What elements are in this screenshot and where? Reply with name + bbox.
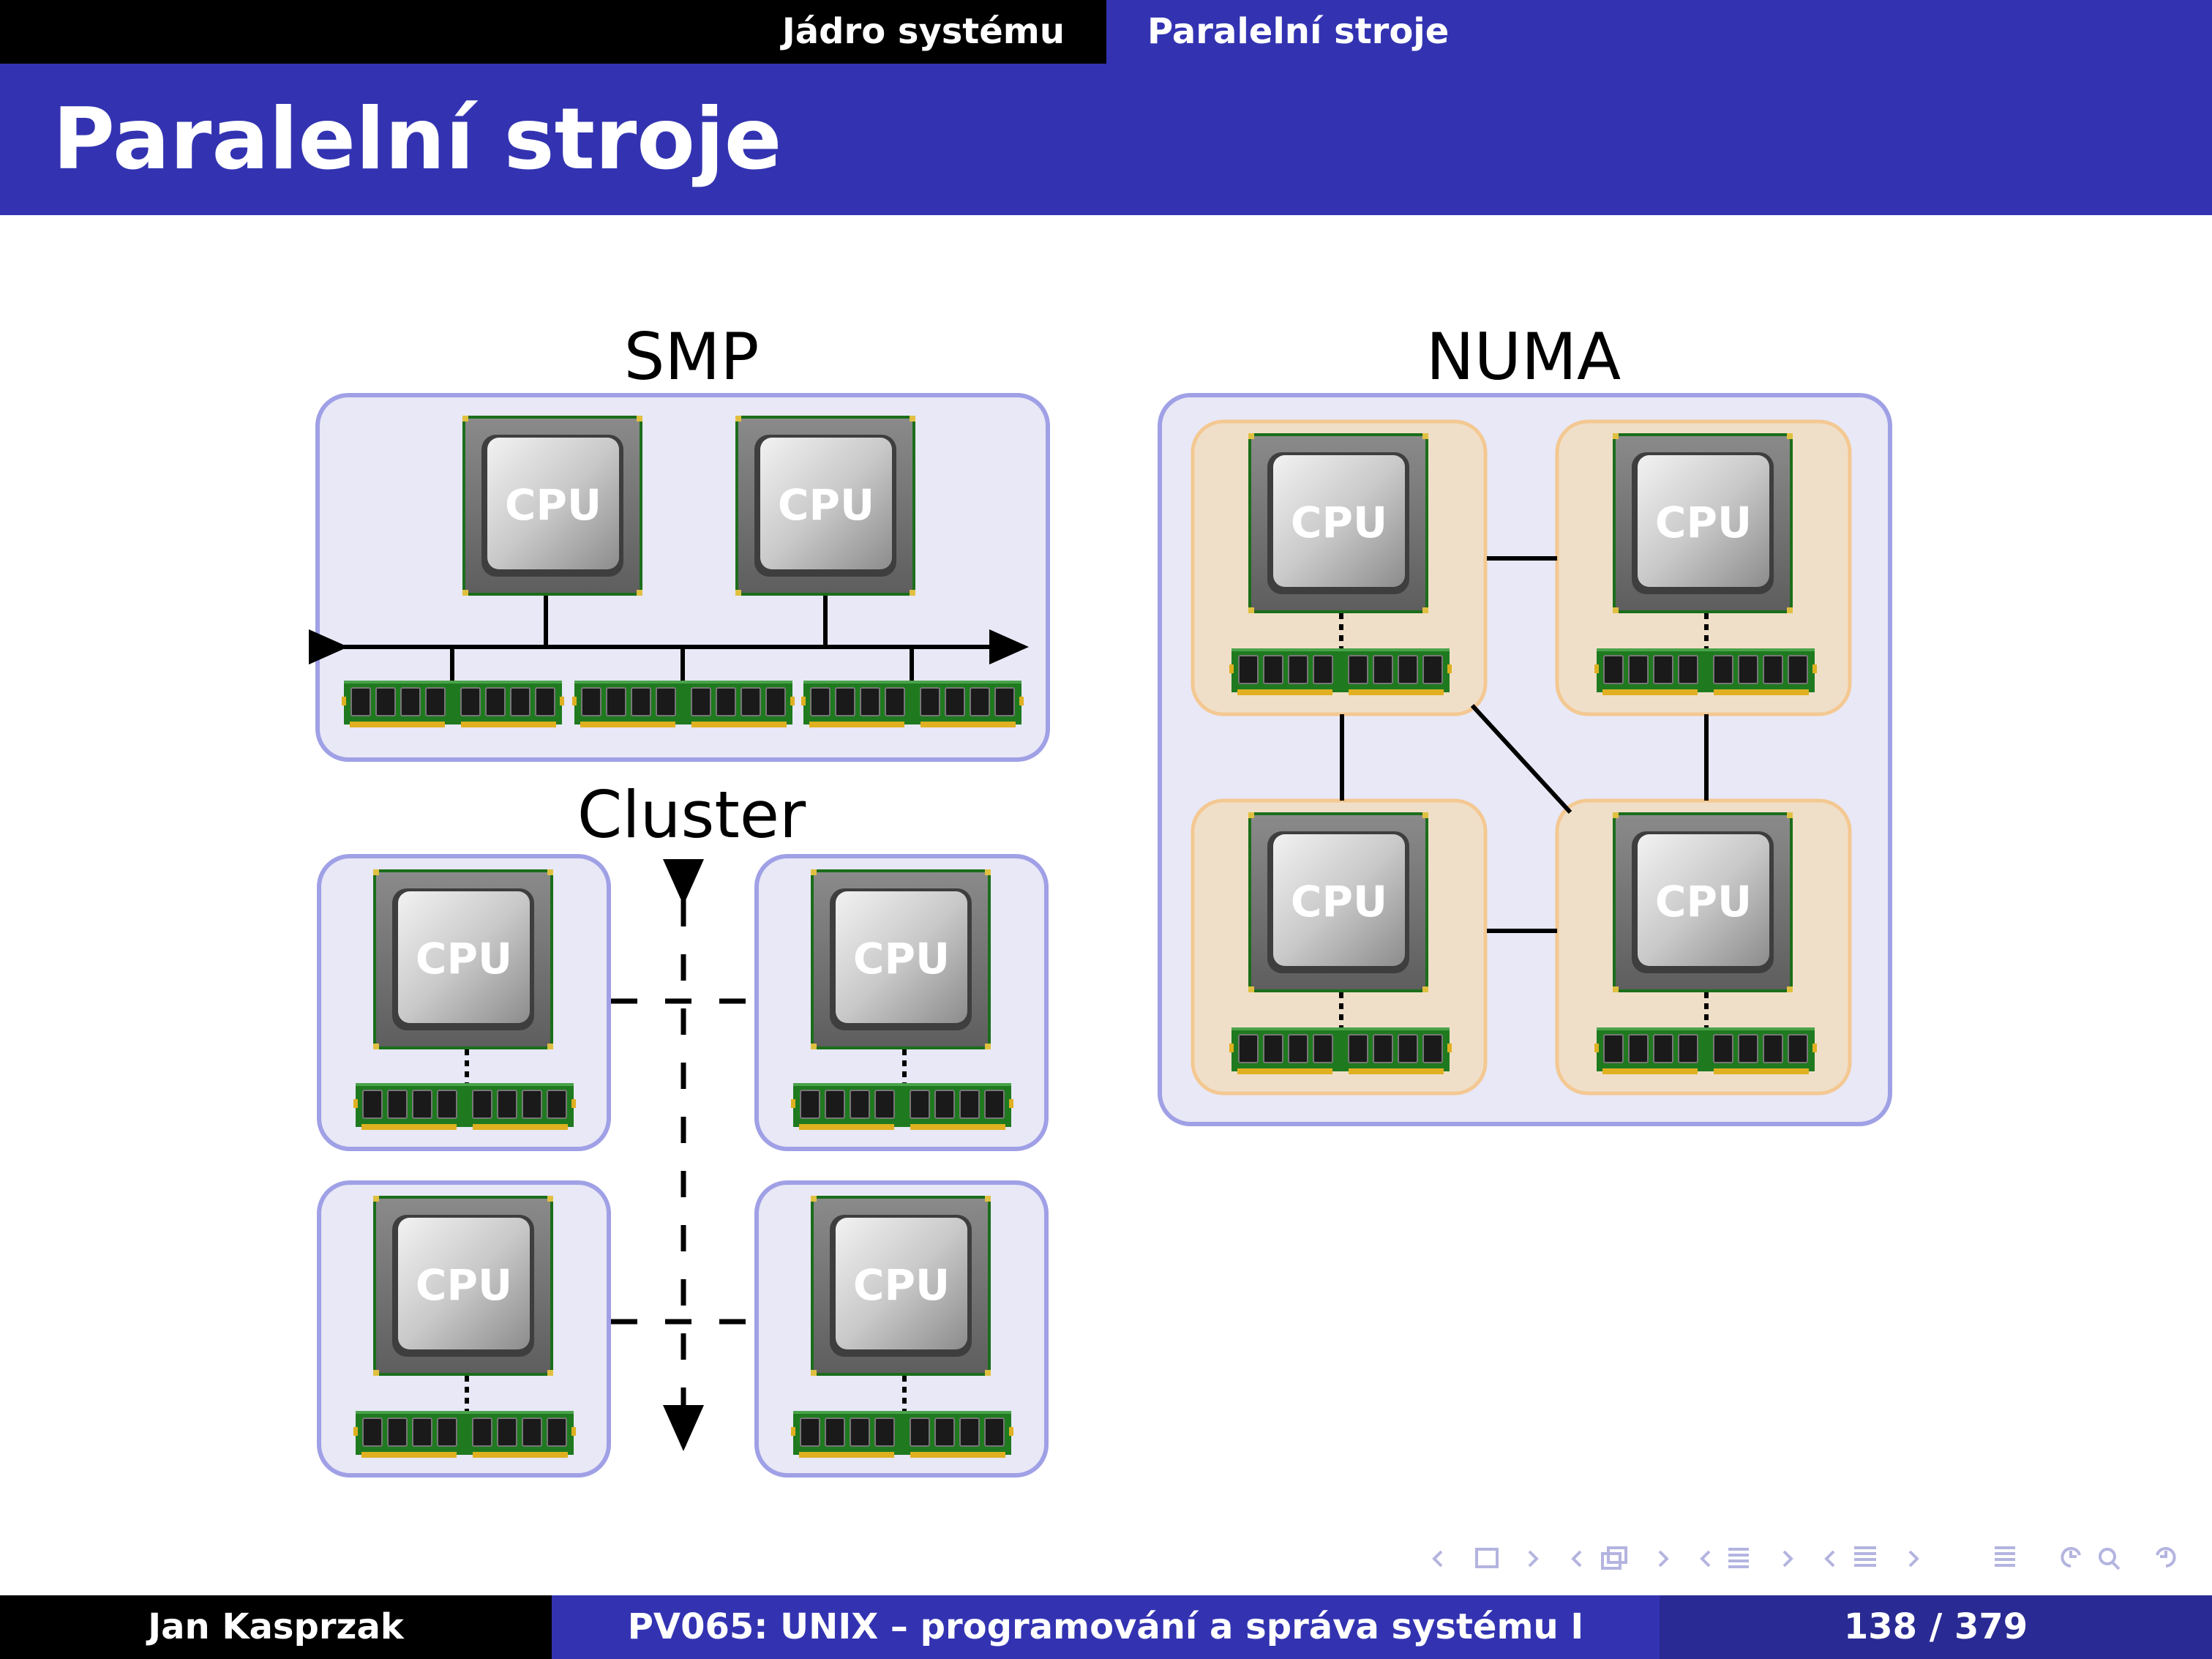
section-icon[interactable] <box>1728 1548 1749 1568</box>
cpu-label: CPU <box>1655 877 1752 926</box>
top-bar-left <box>0 0 1106 64</box>
cluster-label: Cluster <box>577 777 806 853</box>
cluster-cpu-3: CPU <box>373 1196 553 1376</box>
title-bar: Paralelní stroje <box>0 64 2212 215</box>
cpu-label: CPU <box>416 934 512 984</box>
cpu-label: CPU <box>778 480 874 530</box>
footer-author: Jan Kasprzak <box>148 1606 404 1647</box>
numa-ram-4 <box>1594 1027 1818 1075</box>
cluster-cpu-2: CPU <box>811 869 991 1049</box>
nav-section-jadro[interactable]: Jádro systému <box>781 11 1065 52</box>
smp-ram-2 <box>571 680 795 728</box>
search-icon[interactable] <box>2099 1548 2116 1565</box>
smp-cpu-2: CPU <box>735 416 915 596</box>
footer-left <box>0 1595 552 1659</box>
footer-right <box>1660 1595 2212 1659</box>
smp-label: SMP <box>624 319 760 394</box>
numa-label: NUMA <box>1426 319 1621 394</box>
smp-ram-1 <box>341 680 565 728</box>
numa-interconnect <box>1340 556 1709 933</box>
back-icon[interactable] <box>2061 1547 2081 1568</box>
numa-cpu-3: CPU <box>1248 812 1428 992</box>
numa-ram-1 <box>1229 648 1452 696</box>
cpu-label: CPU <box>1655 498 1752 547</box>
footer-course-title: PV065: UNIX – programování a správa syst… <box>627 1606 1584 1647</box>
cpu-label: CPU <box>853 1260 950 1310</box>
numa-cpu-2: CPU <box>1613 433 1793 613</box>
navigation-symbols <box>1432 1546 2176 1570</box>
page-title: Paralelní stroje <box>53 90 782 189</box>
numa-cpu-1: CPU <box>1248 433 1428 613</box>
numa-cpu-4: CPU <box>1613 812 1793 992</box>
numa-ram-3 <box>1229 1027 1452 1075</box>
cluster-cpu-4: CPU <box>811 1196 991 1376</box>
cpu-label: CPU <box>1291 877 1387 926</box>
align-icon[interactable] <box>1854 1546 1876 1567</box>
footer-bar: Jan Kasprzak PV065: UNIX – programování … <box>0 1595 2212 1659</box>
cluster-ram-4 <box>790 1410 1014 1458</box>
nav-prev-icon[interactable] <box>1432 1550 1443 1568</box>
top-bar-right <box>1106 0 2212 64</box>
top-navigation-bar: Jádro systému Paralelní stroje <box>0 0 2212 64</box>
cpu-label: CPU <box>853 934 950 984</box>
smp-cpu-1: CPU <box>462 416 642 596</box>
nav-section-paralelni[interactable]: Paralelní stroje <box>1147 11 1450 52</box>
cluster-ram-3 <box>353 1410 577 1458</box>
nav-next-icon[interactable] <box>1528 1550 1539 1568</box>
cpu-label: CPU <box>505 480 601 530</box>
cluster-network <box>611 859 757 1451</box>
footer-center <box>552 1595 1660 1659</box>
frame-icon[interactable] <box>1475 1548 1499 1568</box>
smp-ram-3 <box>801 680 1024 728</box>
cluster-ram-1 <box>353 1082 577 1131</box>
cluster-ram-2 <box>790 1082 1014 1131</box>
numa-ram-2 <box>1594 648 1818 696</box>
cpu-label: CPU <box>1291 498 1387 547</box>
cpu-label: CPU <box>416 1260 512 1310</box>
cluster-cpu-1: CPU <box>373 869 553 1049</box>
forward-icon[interactable] <box>2156 1547 2176 1568</box>
footer-page-number: 138 / 379 <box>1843 1606 2028 1647</box>
